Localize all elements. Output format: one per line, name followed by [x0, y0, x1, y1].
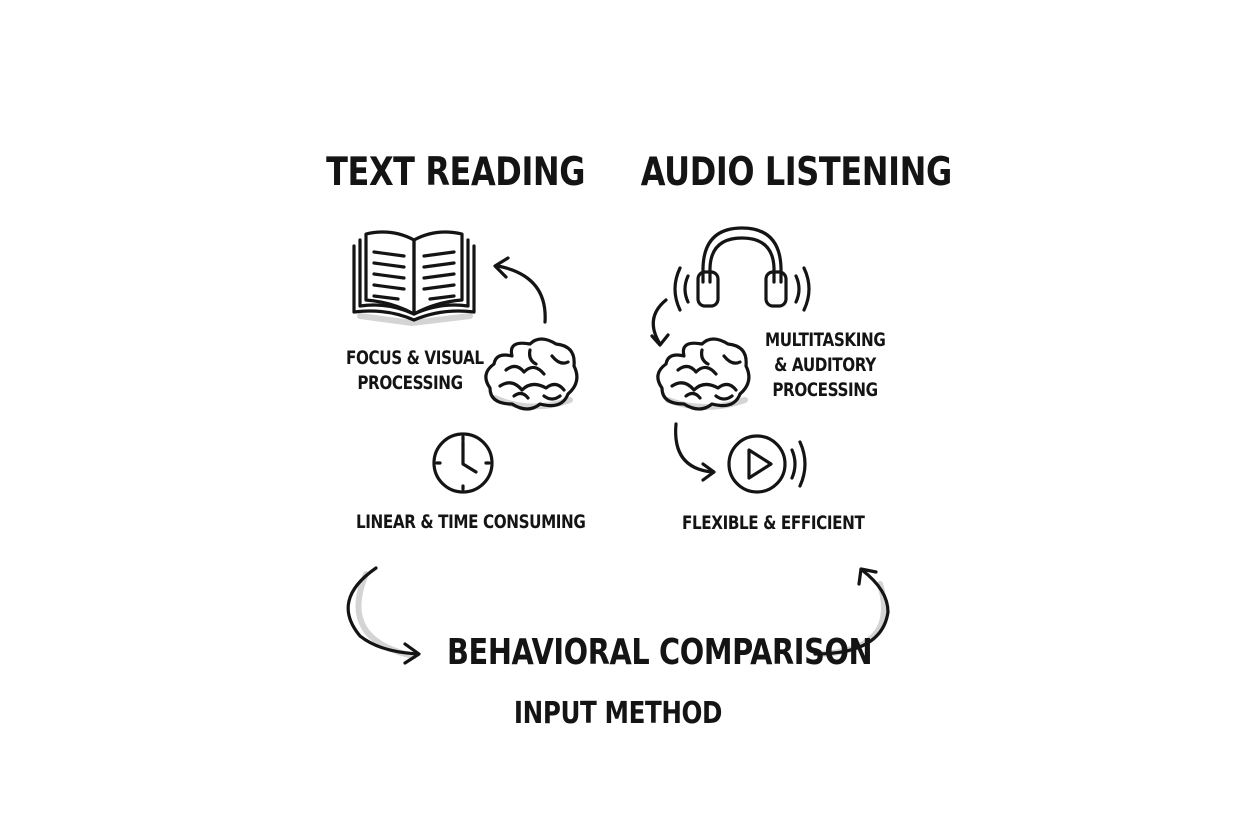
audio-listening-title: AUDIO LISTENING [640, 150, 952, 195]
caption-line: & AUDITORY [774, 354, 876, 376]
brain-icon [484, 337, 579, 411]
multitasking-caption: MULTITASKING & AUDITORY PROCESSING [765, 328, 886, 403]
brain-icon [656, 337, 751, 411]
curved-arrow-icon [346, 566, 421, 665]
behavioral-comparison-title: BEHAVIORAL COMPARISON [447, 632, 873, 673]
caption-line: FOCUS & VISUAL [346, 347, 484, 369]
caption-line: PROCESSING [357, 372, 463, 394]
linear-time-caption: LINEAR & TIME CONSUMING [356, 511, 586, 533]
play-button-icon [727, 434, 807, 494]
headphones-icon [696, 226, 788, 308]
curved-arrow-icon [813, 567, 890, 657]
flexible-efficient-caption: FLEXIBLE & EFFICIENT [682, 512, 865, 534]
sound-waves-icon [673, 266, 811, 312]
caption-line: PROCESSING [772, 379, 878, 401]
clock-icon [432, 432, 494, 494]
caption-line: MULTITASKING [765, 329, 886, 351]
input-method-subtitle: INPUT METHOD [513, 696, 723, 731]
curved-arrow-icon [493, 256, 547, 324]
focus-visual-caption: FOCUS & VISUAL PROCESSING [346, 346, 484, 396]
text-reading-title: TEXT READING [326, 150, 586, 195]
open-book-icon [352, 230, 476, 326]
curved-arrow-icon [674, 422, 716, 482]
curved-arrow-icon [650, 298, 670, 347]
